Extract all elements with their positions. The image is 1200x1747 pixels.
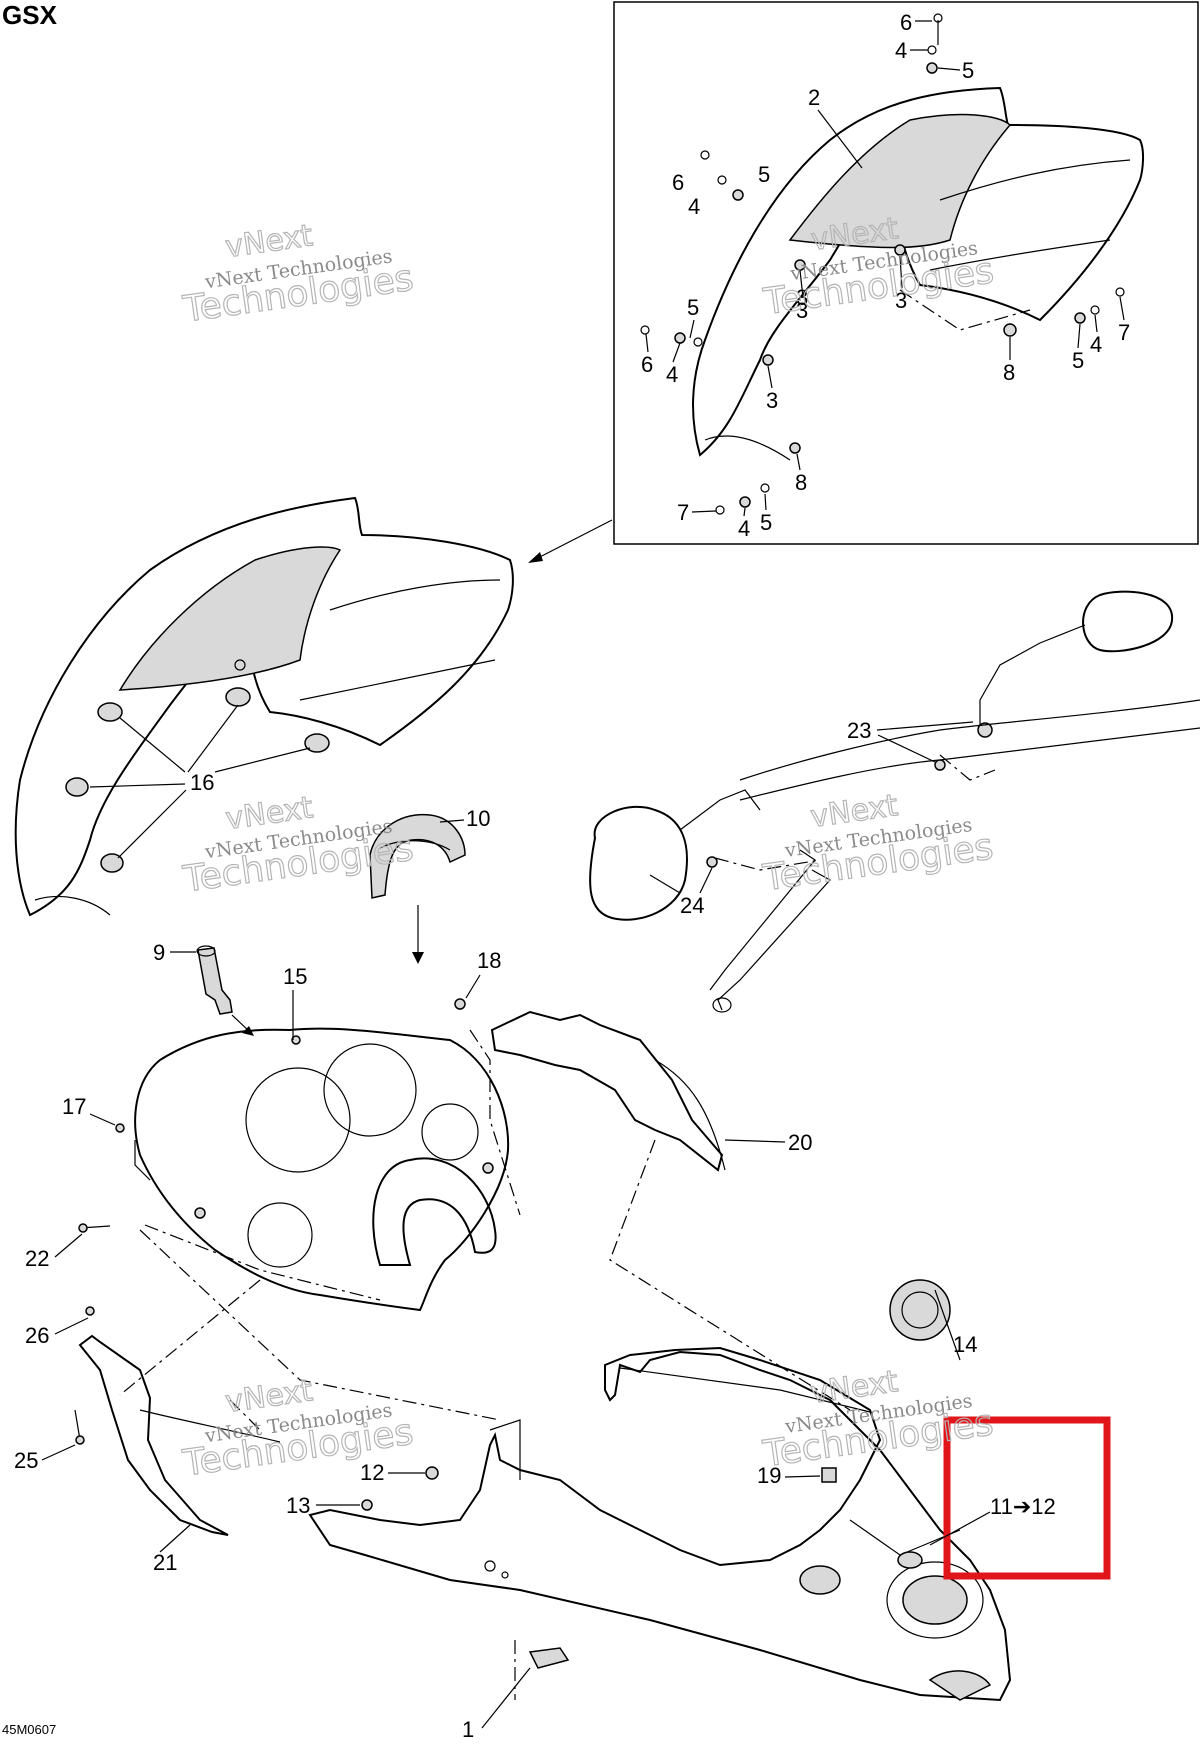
watermark-2: vNext vNext Technologies Technologies: [760, 210, 997, 323]
callout-5d: 5: [1072, 348, 1084, 373]
side-panel-20: [490, 1010, 726, 1172]
callout-4d: 4: [1090, 332, 1102, 357]
callout-6a: 6: [900, 10, 912, 35]
handlebar-mirrors: [589, 590, 1200, 1013]
side-trim-21: [78, 1334, 281, 1536]
watermark-4: vNext vNext Technologies Technologies: [759, 788, 996, 900]
callout-5a: 5: [962, 58, 974, 83]
screw-26: [85, 1306, 95, 1316]
callout-13: 13: [286, 1493, 310, 1518]
lower-cowl: [308, 1279, 1012, 1702]
bracket-1: [528, 1647, 570, 1669]
callout-4b: 4: [688, 194, 700, 219]
callout-1: 1: [462, 1717, 474, 1742]
callout-5e: 5: [760, 510, 772, 535]
dash-panel-15: [134, 1027, 510, 1312]
callout-7b: 7: [677, 500, 689, 525]
callout-3b: 3: [895, 288, 907, 313]
callout-3c: 3: [766, 388, 778, 413]
callout-2: 2: [808, 85, 820, 110]
callout-26: 26: [25, 1323, 49, 1348]
callout-8b: 8: [795, 470, 807, 495]
callout-4c: 4: [666, 362, 678, 387]
callout-23: 23: [847, 718, 871, 743]
callout-16: 16: [190, 770, 214, 795]
callout-7a: 7: [1118, 320, 1130, 345]
callout-4a: 4: [895, 38, 907, 63]
arrow-inset-to-windshield: [528, 552, 543, 563]
callout-4e: 4: [738, 516, 750, 541]
callout-5c: 5: [687, 295, 699, 320]
nut-12: [425, 1466, 439, 1480]
watermark-1: vNext vNext Technologies Technologies: [180, 218, 417, 332]
highlight-box: [943, 1416, 1111, 1580]
screw-18: [454, 998, 466, 1010]
drawing-code: 45M0607: [2, 1722, 57, 1737]
callout-14: 14: [953, 1332, 977, 1357]
callout-25: 25: [14, 1448, 38, 1473]
callout-22: 22: [25, 1246, 49, 1271]
clip-19: [821, 1467, 837, 1483]
inset-windshield: [692, 86, 1144, 461]
windshield: [14, 496, 514, 917]
callout-15: 15: [283, 964, 307, 989]
part-9: [196, 945, 233, 1015]
callout-9: 9: [153, 940, 165, 965]
callout-20: 20: [788, 1130, 812, 1155]
screw-13: [361, 1499, 373, 1511]
highlight-label: 11➔12: [990, 1494, 1056, 1519]
callout-6b: 6: [672, 170, 684, 195]
callout-21: 21: [153, 1550, 177, 1575]
model-title: GSX: [2, 0, 57, 30]
callout-18: 18: [477, 948, 501, 973]
callout-6c: 6: [641, 352, 653, 377]
inset-frame: [613, 1, 1199, 545]
callout-10: 10: [466, 806, 490, 831]
cover-part-10: [369, 813, 466, 899]
screw-17: [115, 1123, 125, 1133]
callout-17: 17: [62, 1094, 86, 1119]
callout-3d: 3: [796, 285, 808, 310]
callout-8a: 8: [1003, 360, 1015, 385]
callout-3a: 3: [796, 298, 808, 323]
callout-24: 24: [680, 893, 704, 918]
screw-25: [74, 1409, 81, 1441]
callout-12: 12: [360, 1460, 384, 1485]
callout-19: 19: [757, 1463, 781, 1488]
inset-hardware: [640, 13, 1125, 515]
callout-5b: 5: [758, 162, 770, 187]
